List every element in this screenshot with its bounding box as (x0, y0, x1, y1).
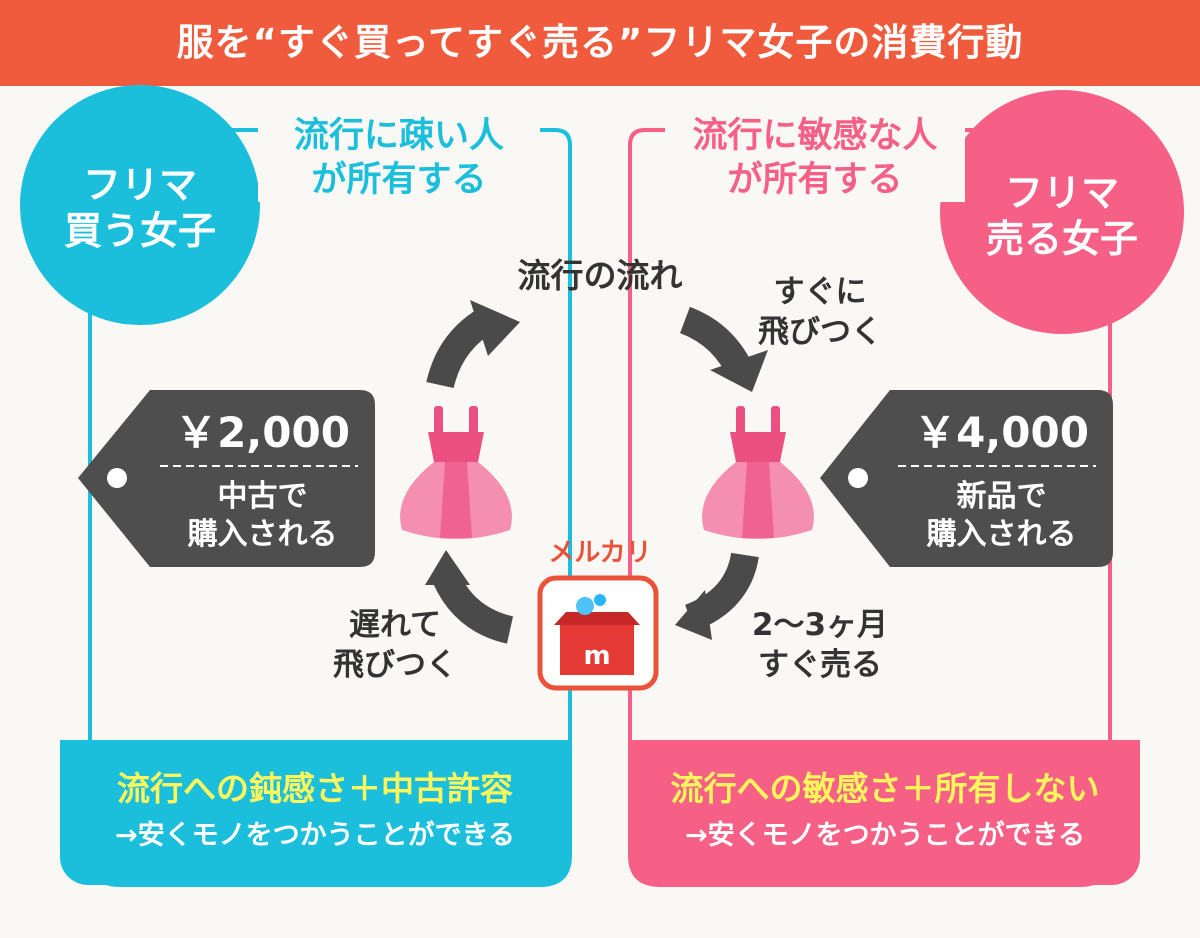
header-bar (0, 0, 1200, 86)
right-circle (940, 90, 1184, 334)
left-heading: 流行に疎い人 が所有する (258, 114, 540, 202)
arrow-up-left-head (470, 300, 520, 356)
page-title: 服を“すぐ買ってすぐ売る”フリマ女子の消費行動 (176, 21, 1024, 64)
arrow-down-left-to-box-head (675, 590, 712, 640)
left-heading-line1: 流行に疎い人 (293, 116, 504, 156)
left-circle (20, 85, 260, 325)
flow-label: 流行の流れ (517, 256, 683, 295)
right-top-label-line1: すぐに (773, 274, 867, 310)
right-heading: 流行に敏感な人 が所有する (665, 114, 965, 202)
left-dress-icon (400, 406, 512, 539)
right-circle-line1: フリマ (1004, 171, 1119, 215)
right-heading-line1: 流行に敏感な人 (692, 116, 938, 156)
mercari-label: メルカリ (548, 538, 652, 568)
left-tag-line1: 中古で (217, 479, 308, 514)
right-price: ￥4,000 (914, 408, 1089, 457)
right-circle-label: フリマ 売る女子 (962, 170, 1162, 262)
left-arrow-label: 遅れて 飛びつく (310, 605, 480, 685)
right-bottom-label: 2〜3ヶ月 すぐ売る (720, 605, 920, 685)
mercari-box-icon: m (537, 575, 659, 691)
right-banner-sub: →安くモノをつかうことができる (684, 820, 1086, 851)
svg-text:m: m (583, 641, 610, 671)
left-heading-line2: が所有する (311, 160, 487, 200)
right-bottom-label-line1: 2〜3ヶ月 (751, 607, 889, 643)
left-tag-line2: 購入される (187, 517, 338, 552)
right-price-tag (820, 390, 1113, 567)
right-bottom-label-line2: すぐ売る (758, 647, 882, 683)
right-tag-hole (848, 468, 868, 488)
left-arrow-label-line2: 飛びつく (333, 647, 457, 683)
left-price: ￥2,000 (175, 408, 350, 457)
left-tag-hole (107, 468, 127, 488)
left-circle-line2: 買う女子 (63, 209, 216, 253)
right-tag-desc: 新品で 購入される (890, 478, 1113, 554)
right-circle-line2: 売る女子 (985, 217, 1138, 261)
arrow-down-right-head (710, 350, 768, 392)
right-top-label: すぐに 飛びつく (735, 272, 905, 352)
left-tag-desc: 中古で 購入される (150, 478, 375, 554)
left-price-tag (78, 390, 375, 567)
right-tag-line2: 購入される (926, 517, 1077, 552)
right-dress-icon (702, 406, 814, 539)
left-circle-label: フリマ 買う女子 (40, 162, 240, 254)
left-circle-line1: フリマ (82, 163, 197, 207)
arrow-box-up-left (433, 571, 514, 644)
right-banner-main: 流行への敏感さ＋所有しない (670, 769, 1100, 808)
left-banner-sub: →安くモノをつかうことができる (114, 820, 516, 851)
left-banner-main: 流行への鈍感さ＋中古許容 (117, 769, 513, 808)
right-top-label-line2: 飛びつく (758, 314, 882, 350)
right-tag-line1: 新品で (956, 479, 1047, 514)
right-heading-line2: が所有する (727, 160, 903, 200)
left-arrow-label-line1: 遅れて (348, 607, 442, 643)
arrow-box-up-left-head (425, 550, 470, 585)
